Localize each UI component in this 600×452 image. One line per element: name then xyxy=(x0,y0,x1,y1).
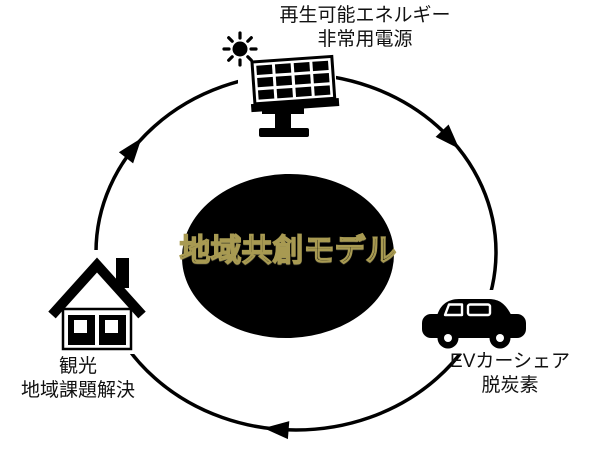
node-label-line: 非常用電源 xyxy=(317,29,413,50)
solar-panel-icon xyxy=(250,54,340,137)
arrowhead-upper-left-icon xyxy=(118,138,142,164)
arrowhead-bottom-icon xyxy=(263,421,290,440)
node-label-ev-carshare: EVカーシェア 脱炭素 xyxy=(432,350,588,398)
house-icon xyxy=(48,257,146,351)
node-label-renewable-energy: 再生可能エネルギー 非常用電源 xyxy=(240,4,490,52)
node-label-line: 地域課題解決 xyxy=(20,380,135,401)
solar-panel-stand xyxy=(259,106,309,137)
car-icon xyxy=(422,299,526,349)
node-label-tourism: 観光 地域課題解決 xyxy=(0,355,156,403)
sun-icon xyxy=(222,31,258,67)
node-label-line: 再生可能エネルギー xyxy=(279,5,451,26)
node-label-line: 観光 xyxy=(58,356,97,377)
center-ellipse xyxy=(182,173,394,339)
center-title: 地域共創モデル xyxy=(179,232,397,268)
arrowhead-upper-right-icon xyxy=(435,124,460,149)
node-label-line: EVカーシェア xyxy=(450,351,570,372)
node-label-line: 脱炭素 xyxy=(481,375,539,396)
